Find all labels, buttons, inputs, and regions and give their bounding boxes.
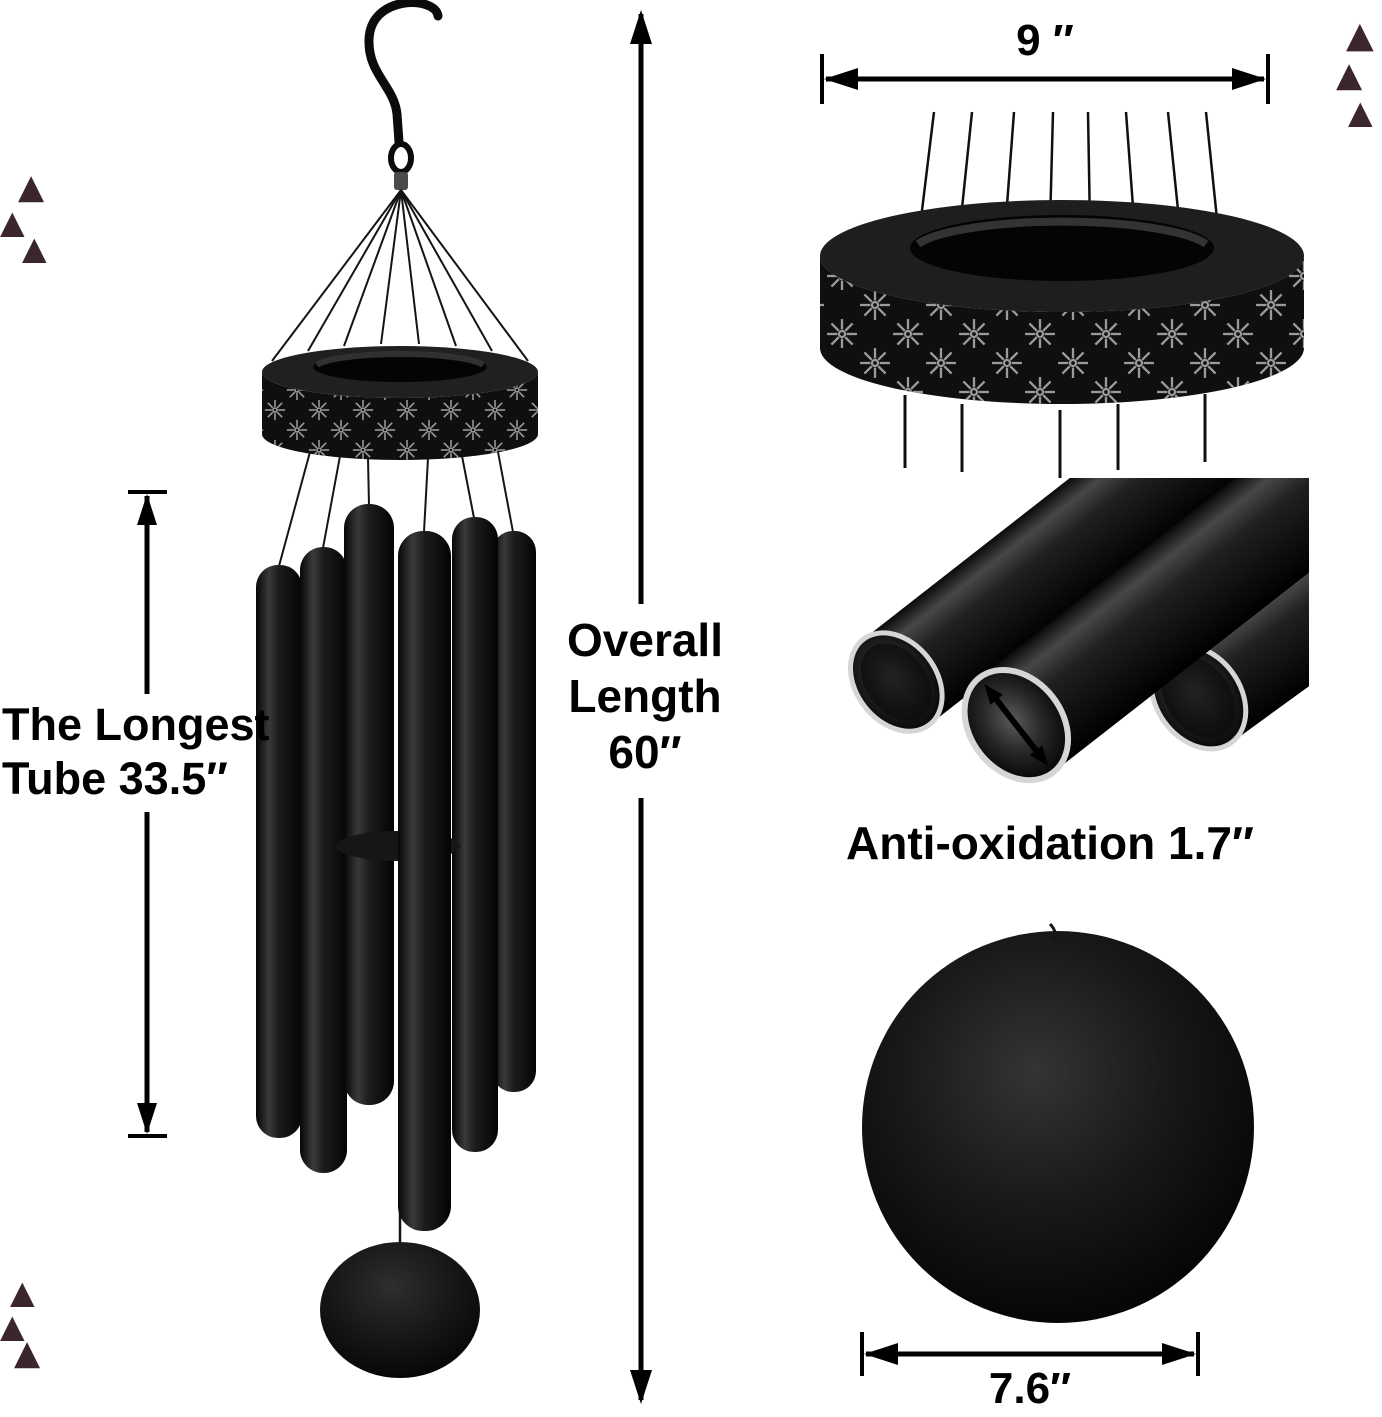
overall-line3: 60″ <box>608 726 682 779</box>
chime-tube-longest <box>398 531 451 1231</box>
longest-tube-arrow <box>128 490 167 1138</box>
arrowhead-icon <box>864 1343 898 1365</box>
disc-closeup-photo <box>862 922 1254 1323</box>
tube-opening-measured <box>961 478 1309 784</box>
disc-hanging-hole <box>1048 922 1057 943</box>
anti-oxidation-label: Anti-oxidation 1.7″ <box>815 816 1285 870</box>
triangle-decor-icon: ▲ <box>1336 55 1363 95</box>
overall-line2: Length <box>568 670 722 723</box>
overall-line1: Overall <box>567 614 723 666</box>
longest-tube-label: The Longest Tube 33.5″ <box>2 698 270 806</box>
hanging-hook-icon <box>364 0 443 190</box>
disc-diameter-arrow <box>860 1332 1200 1376</box>
top-crown <box>262 346 538 460</box>
wind-chime-photo <box>256 0 538 1378</box>
chime-tube <box>492 531 536 1092</box>
chime-tube <box>256 565 302 1138</box>
hanger-strings <box>271 189 529 362</box>
ring-diameter-label: 9 ″ <box>970 16 1120 66</box>
arrowhead-icon <box>1162 1343 1196 1365</box>
overall-length-arrow <box>630 10 652 1404</box>
arrowhead-icon <box>824 68 858 90</box>
overall-length-label: Overall Length 60″ <box>553 612 737 780</box>
disc-diameter-label: 7.6″ <box>955 1364 1105 1414</box>
diameter-arrow-icon <box>984 684 1049 767</box>
triangle-decor-icon: ▲ <box>0 1307 25 1345</box>
arrowhead-icon <box>137 494 157 525</box>
arrowhead-icon <box>1232 68 1266 90</box>
ring-diameter-value: 9 ″ <box>1016 16 1074 65</box>
ring-diameter-arrow <box>820 54 1270 104</box>
crown-closeup-photo <box>820 111 1304 478</box>
triangle-decor-icon: ▲ <box>18 167 45 207</box>
tube-strings <box>903 394 1207 478</box>
chime-tube <box>300 547 347 1173</box>
triangle-decor-icon: ▲ <box>14 1333 41 1373</box>
longest-tube-line1: The Longest <box>2 699 270 750</box>
triangle-decor-icon: ▲ <box>1346 15 1374 56</box>
tube-strings <box>278 451 514 567</box>
triangle-decor-icon: ▲ <box>1348 93 1373 131</box>
wind-catcher-disc <box>320 1242 480 1378</box>
tube-opening <box>847 478 1309 734</box>
longest-tube-line2: Tube 33.5″ <box>2 753 228 804</box>
disc-diameter-value: 7.6″ <box>988 1364 1072 1413</box>
triangle-decor-icon: ▲ <box>22 229 47 267</box>
arrowhead-icon <box>137 1103 157 1134</box>
arrowhead-icon <box>630 1370 652 1404</box>
tubes-closeup-photo <box>847 478 1309 784</box>
triangle-decor-icon: ▲ <box>10 1273 35 1311</box>
chime-tube <box>452 517 498 1152</box>
triangle-decor-icon: ▲ <box>0 203 25 241</box>
chime-tubes <box>256 504 536 1246</box>
arrowhead-icon <box>630 10 652 44</box>
chime-tube <box>344 504 394 1105</box>
anti-oxidation-value: Anti-oxidation 1.7″ <box>846 817 1254 869</box>
